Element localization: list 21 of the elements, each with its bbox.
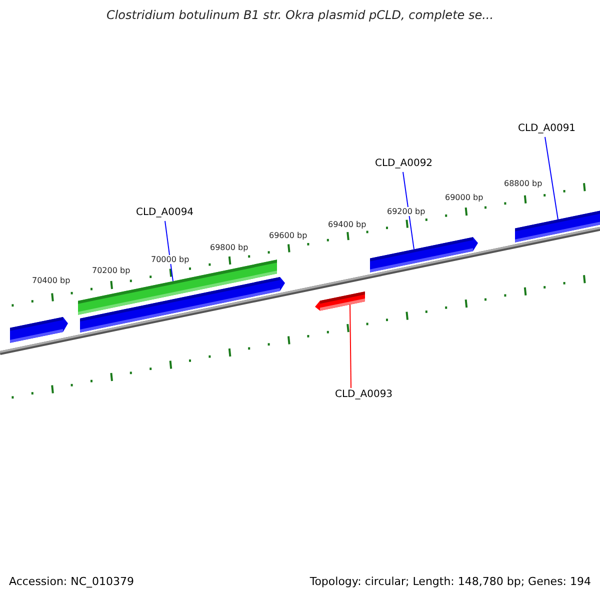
gene-label: CLD_A0093 xyxy=(335,389,393,400)
genome-info-text: Topology: circular; Length: 148,780 bp; Genes: 194 xyxy=(310,575,591,588)
accession-text: Accession: NC_010379 xyxy=(9,575,134,588)
gene-label: CLD_A0092 xyxy=(375,158,433,169)
title: Clostridium botulinum B1 str. Okra plasmid pCLD, complete se... xyxy=(105,8,495,22)
scale-label: 69000 bp xyxy=(445,193,484,202)
gene-block xyxy=(80,277,285,332)
scale-label: 70000 bp xyxy=(151,255,190,264)
scale-label: 69200 bp xyxy=(387,207,426,216)
gene-label: CLD_A0091 xyxy=(518,123,576,134)
leader-line xyxy=(402,172,414,250)
scale-label: 70200 bp xyxy=(92,266,130,275)
leader-line xyxy=(164,220,174,282)
scale-label: 70400 bp xyxy=(32,276,70,285)
gene-block xyxy=(370,237,478,272)
gene-block xyxy=(315,291,365,311)
leader-line xyxy=(350,304,352,388)
gene-label: CLD_A0094 xyxy=(136,207,194,218)
leader-line xyxy=(544,136,558,220)
scale-label: 69600 bp xyxy=(269,231,308,240)
gene-block xyxy=(10,316,68,343)
